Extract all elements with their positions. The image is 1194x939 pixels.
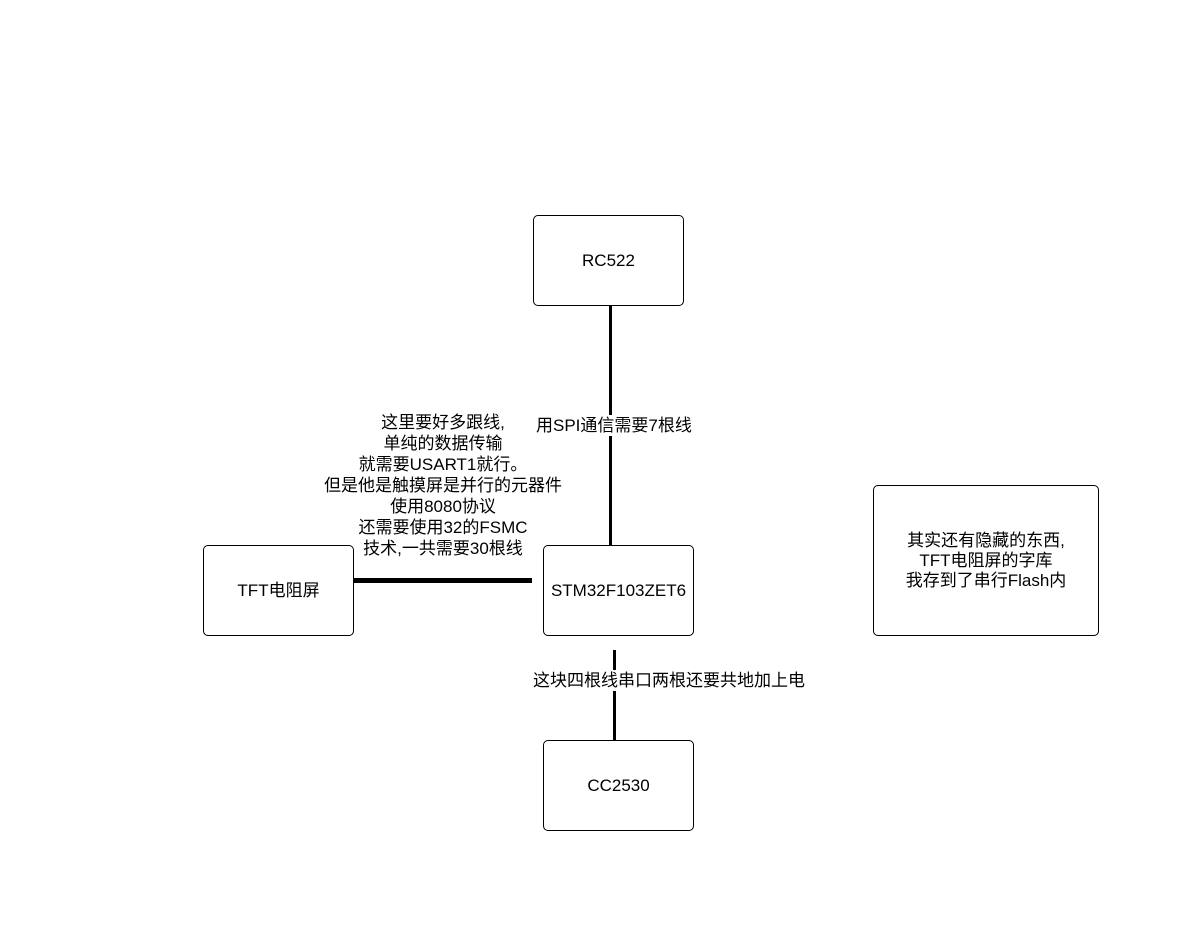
edge-label-fsmc-line-6: 还需要使用32的FSMC (358, 518, 528, 537)
node-cc2530[interactable]: CC2530 (543, 740, 694, 831)
edge-label-fsmc-line-4: 但是他是触摸屏是并行的元器件 (324, 476, 562, 495)
node-note-line-1: 其实还有隐藏的东西, (907, 530, 1065, 550)
edge-label-fsmc-line-7: 技术,一共需要30根线 (363, 539, 523, 558)
node-rc522[interactable]: RC522 (533, 215, 684, 306)
node-cc2530-label: CC2530 (587, 775, 650, 795)
edge-label-fsmc-line-5: 使用8080协议 (390, 497, 496, 516)
node-tft-label: TFT电阻屏 (237, 580, 320, 600)
edge-stm32-cc2530[interactable] (613, 650, 616, 740)
node-rc522-label: RC522 (582, 250, 635, 270)
edge-label-uart: 这块四根线串口两根还要共地加上电 (533, 670, 805, 691)
node-stm32-label: STM32F103ZET6 (550, 580, 687, 600)
edge-tft-stm32[interactable] (354, 578, 532, 583)
node-note-line-2: TFT电阻屏的字库 (919, 550, 1053, 570)
edge-label-fsmc-line-2: 单纯的数据传输 (383, 434, 503, 453)
node-note-line-3: 我存到了串行Flash内 (905, 570, 1067, 590)
node-note[interactable]: 其实还有隐藏的东西, TFT电阻屏的字库 我存到了串行Flash内 (873, 485, 1099, 636)
edge-label-fsmc-line-3: 就需要USART1就行。 (358, 455, 528, 474)
edge-label-fsmc: 这里要好多跟线, 单纯的数据传输 就需要USART1就行。 但是他是触摸屏是并行… (311, 412, 575, 559)
node-note-text: 其实还有隐藏的东西, TFT电阻屏的字库 我存到了串行Flash内 (906, 531, 1067, 591)
node-tft[interactable]: TFT电阻屏 (203, 545, 354, 636)
edge-label-spi: 用SPI通信需要7根线 (536, 415, 692, 436)
node-stm32[interactable]: STM32F103ZET6 (543, 545, 694, 636)
edge-label-fsmc-line-1: 这里要好多跟线, (381, 413, 505, 432)
